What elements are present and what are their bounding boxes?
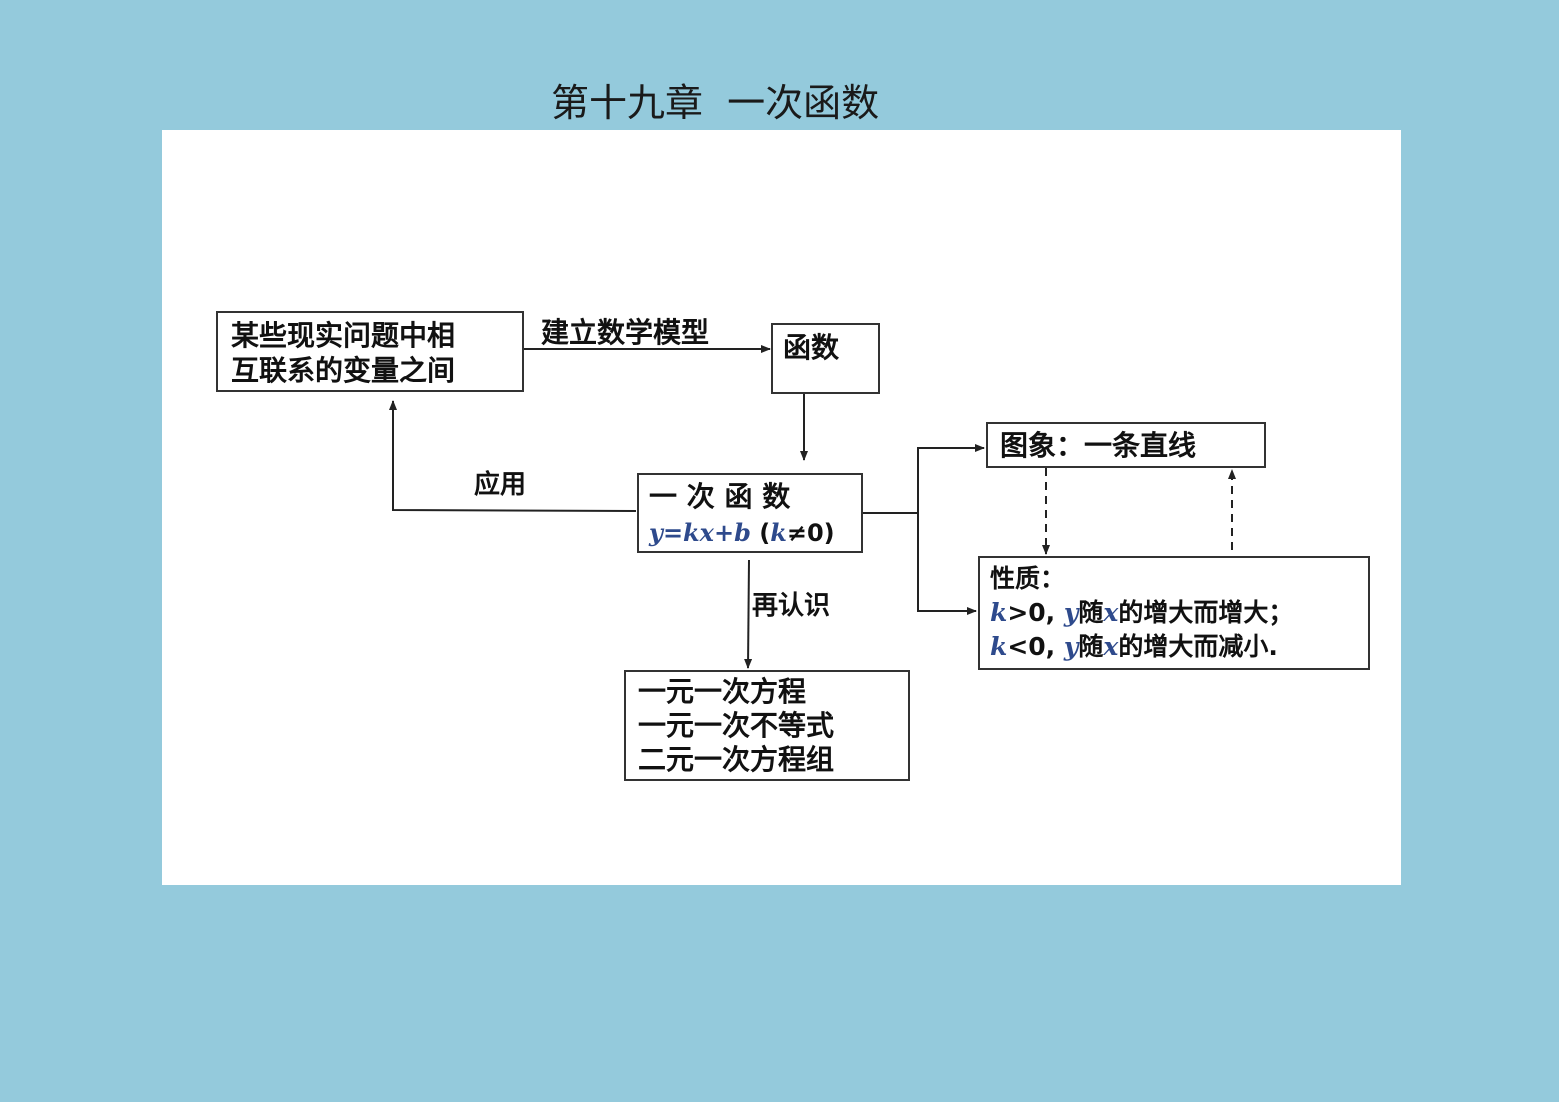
graph-label: 图象：一条直线 bbox=[1000, 429, 1197, 462]
property-y-1: y bbox=[1063, 598, 1079, 627]
page-title: 第十九章 一次函数 bbox=[551, 81, 880, 125]
property-mid-2: 随 bbox=[1078, 632, 1104, 661]
arrow-recognize bbox=[744, 559, 753, 669]
linear-condition-k: k bbox=[770, 518, 787, 547]
equations-line-2: 一元一次不等式 bbox=[638, 709, 835, 742]
connector-layer bbox=[389, 345, 1236, 669]
linear-function-label: 一 次 函 数 bbox=[649, 480, 791, 513]
property-x-2: x bbox=[1103, 632, 1119, 661]
property-k-2: k bbox=[990, 632, 1008, 661]
real-problem-box: 某些现实问题中相 互联系的变量之间 bbox=[216, 311, 524, 392]
linear-function-formula-row: y=kx+b (k≠0) bbox=[649, 515, 861, 551]
arrow-to-graph bbox=[917, 444, 985, 612]
linear-function-formula: y=kx+b bbox=[649, 518, 751, 547]
graph-box: 图象：一条直线 bbox=[986, 422, 1266, 468]
real-problem-line-1: 某些现实问题中相 bbox=[231, 319, 456, 352]
property-end-1: 的增大而增大； bbox=[1118, 598, 1294, 627]
edge-label-model: 建立数学模型 bbox=[541, 316, 710, 349]
edge-label-apply: 应用 bbox=[474, 470, 527, 500]
arrow-apply bbox=[389, 400, 637, 512]
property-mid-1: 随 bbox=[1078, 598, 1104, 627]
linear-condition-rest: ≠0) bbox=[786, 519, 835, 547]
equations-line-3: 二元一次方程组 bbox=[638, 743, 835, 776]
equations-box: 一元一次方程 一元一次不等式 二元一次方程组 bbox=[624, 670, 910, 781]
linear-condition-open: ( bbox=[759, 519, 771, 547]
property-box: 性质： k>0, y随x的增大而增大； k<0, y随x的增大而减小. bbox=[978, 556, 1370, 670]
property-x-1: x bbox=[1103, 598, 1119, 627]
property-cond-1: >0, bbox=[1007, 598, 1064, 627]
property-row-decreasing: k<0, y随x的增大而减小. bbox=[990, 630, 1368, 664]
diagram-panel: 某些现实问题中相 互联系的变量之间 函数 一 次 函 数 y=kx+b (k≠0… bbox=[162, 130, 1401, 885]
property-row-increasing: k>0, y随x的增大而增大； bbox=[990, 596, 1368, 630]
real-problem-line-2: 互联系的变量之间 bbox=[231, 354, 456, 387]
function-box: 函数 bbox=[771, 323, 880, 394]
property-cond-2: <0, bbox=[1007, 632, 1064, 661]
property-end-2: 的增大而减小. bbox=[1118, 632, 1278, 661]
property-k-1: k bbox=[990, 598, 1008, 627]
edge-label-recognize: 再认识 bbox=[752, 591, 831, 621]
property-y-2: y bbox=[1063, 632, 1079, 661]
function-label: 函数 bbox=[783, 331, 840, 364]
property-heading: 性质： bbox=[990, 564, 1066, 593]
linear-function-box: 一 次 函 数 y=kx+b (k≠0) bbox=[637, 473, 863, 553]
equations-line-1: 一元一次方程 bbox=[638, 675, 807, 708]
